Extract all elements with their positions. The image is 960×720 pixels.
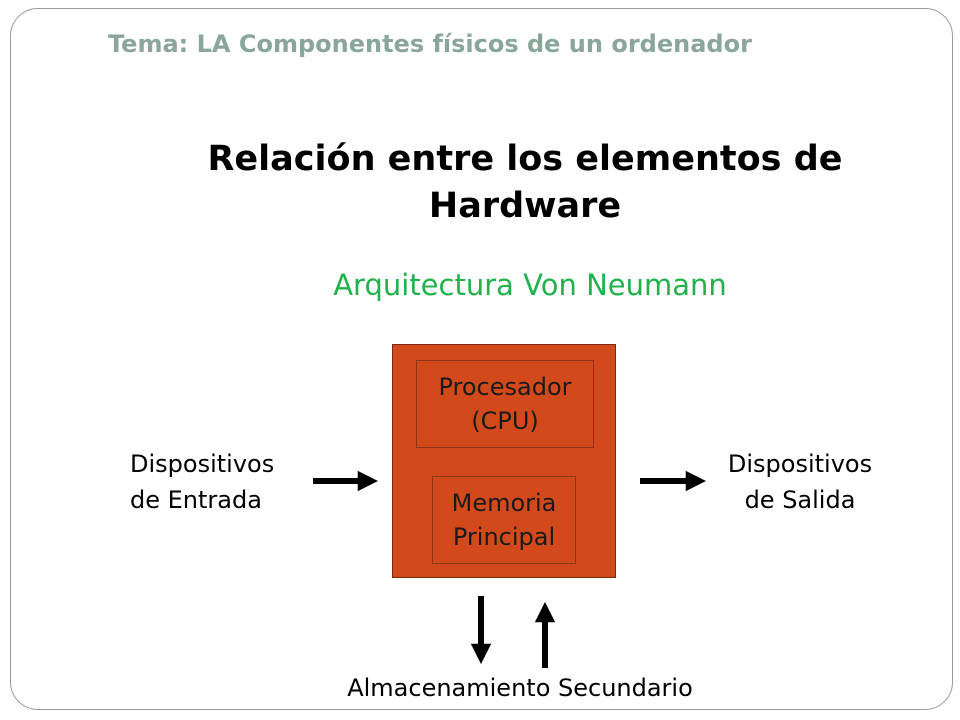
output-devices-label: Dispositivos de Salida bbox=[727, 450, 873, 514]
input-devices-label: Dispositivos de Entrada bbox=[130, 450, 275, 514]
architecture-subtitle: Arquitectura Von Neumann bbox=[333, 268, 727, 302]
slide-frame bbox=[10, 8, 953, 710]
heading-line-1: Relación entre los elementos de bbox=[207, 139, 843, 179]
heading-line-2: Hardware bbox=[428, 186, 622, 226]
computer-block: Procesador (CPU) Memoria Principal bbox=[392, 344, 616, 578]
memory-box: Memoria Principal bbox=[432, 476, 576, 564]
cpu-box: Procesador (CPU) bbox=[416, 360, 594, 448]
topic-header: Tema: LA Componentes físicos de un orden… bbox=[108, 30, 752, 58]
slide-heading: Relación entre los elementos de Hardware bbox=[130, 136, 920, 230]
secondary-storage-label: Almacenamiento Secundario bbox=[347, 674, 693, 702]
